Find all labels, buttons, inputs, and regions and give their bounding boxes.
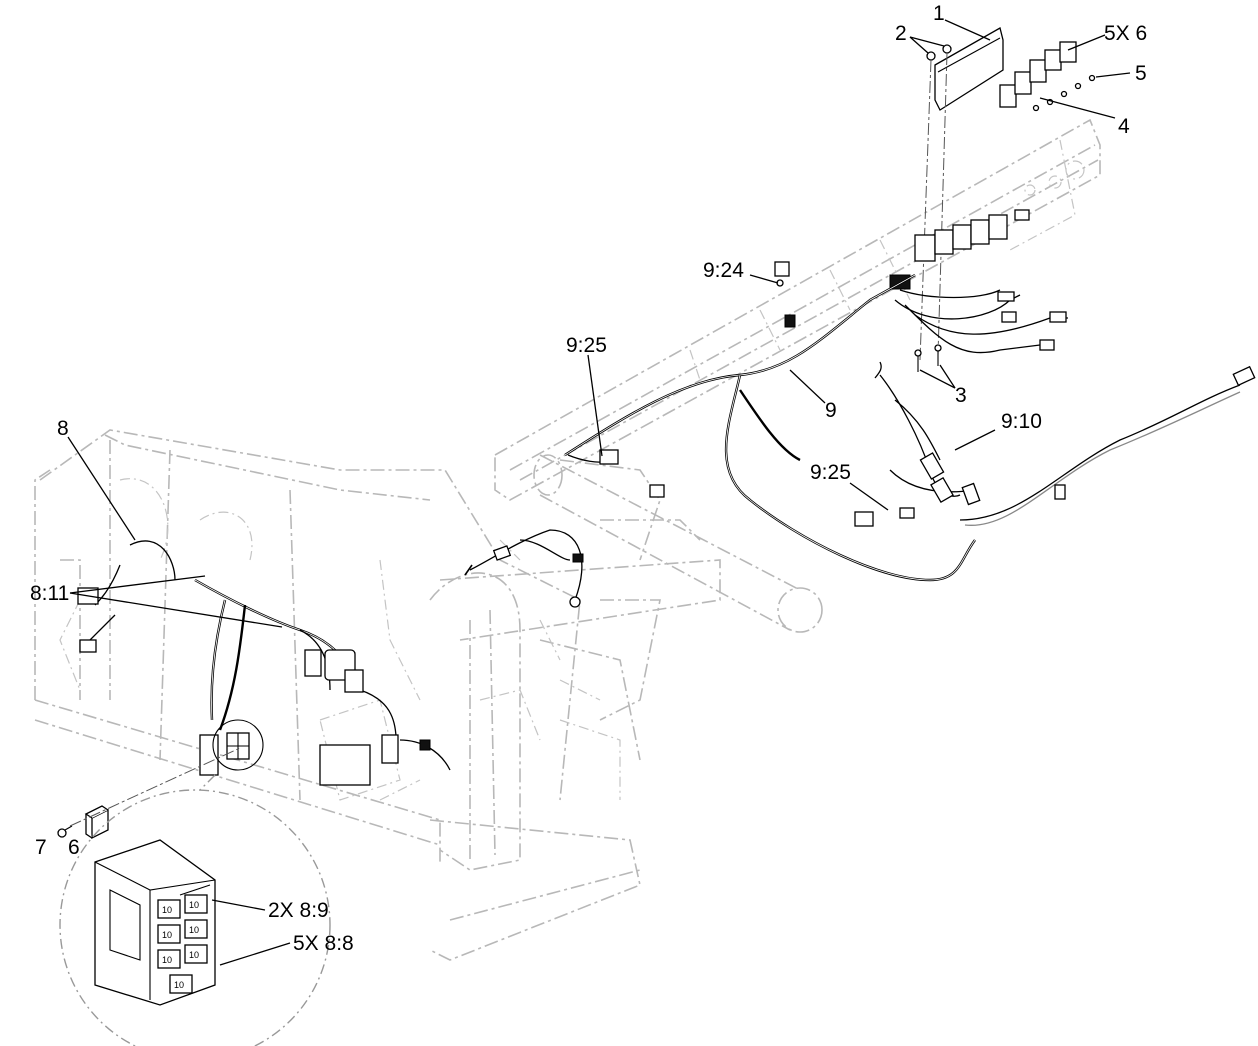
callout-9-25-lower: 9:25 [810,461,851,484]
callout-2x-8-9: 2X 8:9 [268,899,329,922]
callout-7: 7 [35,836,47,859]
fuse-mark: 10 [174,980,184,990]
screw-row-5 [1032,74,1096,112]
callout-3: 3 [955,384,967,407]
fuse-block-detail-view: 10 10 10 10 10 10 10 [59,774,331,1046]
relay-row [999,41,1077,108]
nut-2b [942,44,952,54]
callout-6: 6 [68,836,80,859]
fuse-slots [157,894,208,994]
fuse-mark: 10 [162,930,172,940]
fuse-mark: 10 [189,900,199,910]
callout-2: 2 [895,22,907,45]
front-harness-8 [77,540,451,786]
callout-8-11: 8:11 [30,582,69,605]
callout-5x-8-8: 5X 8:8 [293,932,354,955]
relay-6 [84,805,109,840]
callout-9: 9 [825,399,837,422]
callout-8: 8 [57,417,69,440]
screw-7 [57,825,73,838]
callout-9-24: 9:24 [703,259,744,282]
fuse-mark: 10 [162,905,172,915]
callout-4: 4 [1118,115,1130,138]
fuse-mark: 10 [189,925,199,935]
fuse-block [212,719,264,771]
nut-2a [926,51,936,61]
relay-block-on-frame [889,209,1030,290]
callout-labels: 1 2 5X 6 5 4 9:24 9:25 9 3 9:10 9:25 8 8… [30,2,1147,955]
fuse-mark: 10 [162,955,172,965]
leader-lines [67,19,1131,966]
callout-9-25-upper: 9:25 [566,334,607,357]
fuse-mark: 10 [189,950,199,960]
relay-bracket-assembly [919,27,1096,361]
main-harness-9 [564,261,1256,582]
callout-5: 5 [1135,62,1147,85]
relay-mounting-plate [934,27,1004,111]
callout-1: 1 [933,2,945,25]
callout-9-10: 9:10 [1001,410,1042,433]
screws-3 [914,344,942,372]
middle-sensor-harness [464,529,584,608]
callout-5x6: 5X 6 [1104,22,1147,45]
